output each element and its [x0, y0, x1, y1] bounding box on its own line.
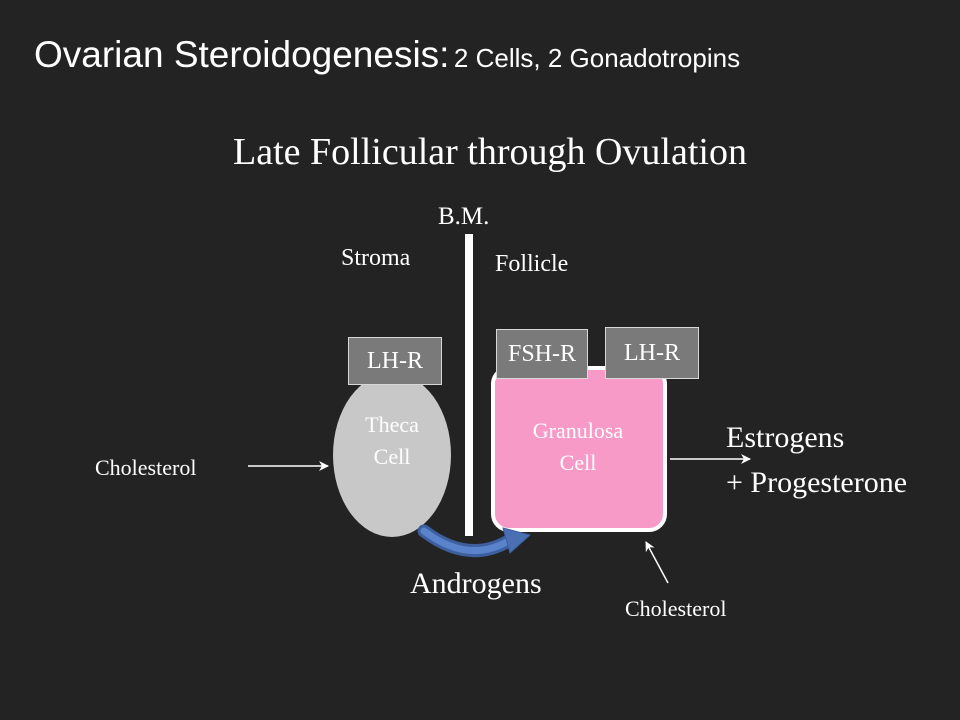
- estrogens-label: Estrogens: [726, 421, 845, 454]
- stroma-label: Stroma: [341, 245, 411, 271]
- subtitle: Late Follicular through Ovulation: [233, 131, 747, 173]
- theca-cell: [333, 373, 451, 537]
- androgens-label: Androgens: [410, 567, 542, 600]
- granulosa-lh-receptor: LH-R: [605, 327, 699, 379]
- cholesterol-bottom-arrow: [645, 541, 669, 584]
- cholesterol-bottom-label: Cholesterol: [625, 596, 727, 621]
- androgen-arrowhead: [502, 527, 532, 554]
- granulosa-line2: Cell: [559, 450, 597, 475]
- bm-label: B.M.: [438, 203, 490, 230]
- granulosa-lh-receptor-label: LH-R: [624, 339, 680, 366]
- progesterone-label: + Progesterone: [726, 466, 908, 499]
- theca-line1: Theca: [365, 412, 419, 437]
- theca-lh-receptor-label: LH-R: [367, 347, 423, 374]
- cholesterol-left-label: Cholesterol: [95, 455, 197, 480]
- basement-membrane: [465, 234, 473, 536]
- granulosa-fsh-receptor: FSH-R: [496, 329, 588, 379]
- theca-cell-label: Theca Cell: [342, 409, 442, 473]
- granulosa-line1: Granulosa: [532, 418, 624, 443]
- title-main: Ovarian Steroidogenesis:: [34, 34, 450, 75]
- follicle-label: Follicle: [495, 251, 569, 277]
- granulosa-fsh-receptor-label: FSH-R: [507, 340, 577, 367]
- theca-line2: Cell: [373, 444, 411, 469]
- granulosa-cell-label: Granulosa Cell: [503, 415, 653, 479]
- title-sub: 2 Cells, 2 Gonadotropins: [453, 43, 741, 73]
- theca-lh-receptor: LH-R: [348, 337, 442, 385]
- slide-title: Ovarian Steroidogenesis: 2 Cells, 2 Gona…: [34, 34, 740, 76]
